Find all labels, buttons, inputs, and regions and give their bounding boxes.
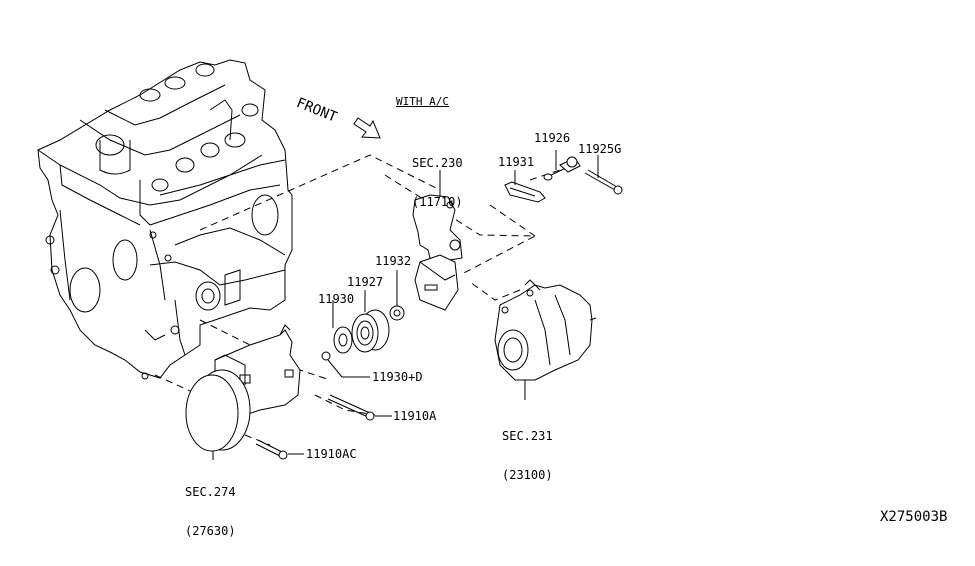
part-label-sec230[interactable]: SEC.230 (11710) [412, 131, 463, 222]
part-label-11927[interactable]: 11927 [347, 275, 384, 289]
part-label-11926[interactable]: 11926 [534, 131, 571, 145]
bolt-11910AC [255, 439, 304, 460]
washer-11932 [389, 270, 405, 321]
compressor-sec274 [185, 324, 301, 460]
part-subnumber: (27630) [185, 524, 236, 538]
adjusting-bolt-11926 [543, 150, 581, 181]
part-label-11910A[interactable]: 11910A [393, 409, 437, 423]
bolt-11925G [584, 155, 623, 195]
part-label-sec274[interactable]: SEC.274 (27630) [185, 460, 236, 551]
part-subnumber: (11710) [412, 195, 463, 209]
part-number: SEC.231 [502, 429, 553, 443]
bolt-11910A [327, 394, 392, 421]
part-label-11930D[interactable]: 11930+D [372, 370, 423, 384]
nut-11930D [321, 351, 370, 378]
engine-block [37, 59, 293, 380]
part-label-sec231[interactable]: SEC.231 (23100) [502, 404, 553, 495]
bracket-sec230 [412, 170, 463, 311]
part-subnumber: (23100) [502, 468, 553, 482]
pulley-11930 [332, 300, 353, 354]
front-arrow-icon [353, 117, 381, 139]
diagram-reference-code: X275003B [880, 509, 948, 525]
with-ac-label: WITH A/C [396, 95, 449, 108]
clip-11931 [504, 170, 546, 203]
idler-pulley-11927 [351, 290, 390, 353]
part-label-11932[interactable]: 11932 [375, 254, 412, 268]
alternator-sec231 [494, 279, 597, 400]
part-number: SEC.230 [412, 156, 463, 170]
part-label-11930[interactable]: 11930 [318, 292, 355, 306]
part-label-11910AC[interactable]: 11910AC [306, 447, 357, 461]
part-label-11925G[interactable]: 11925G [578, 142, 622, 156]
part-label-11931[interactable]: 11931 [498, 155, 535, 169]
part-number: SEC.274 [185, 485, 236, 499]
